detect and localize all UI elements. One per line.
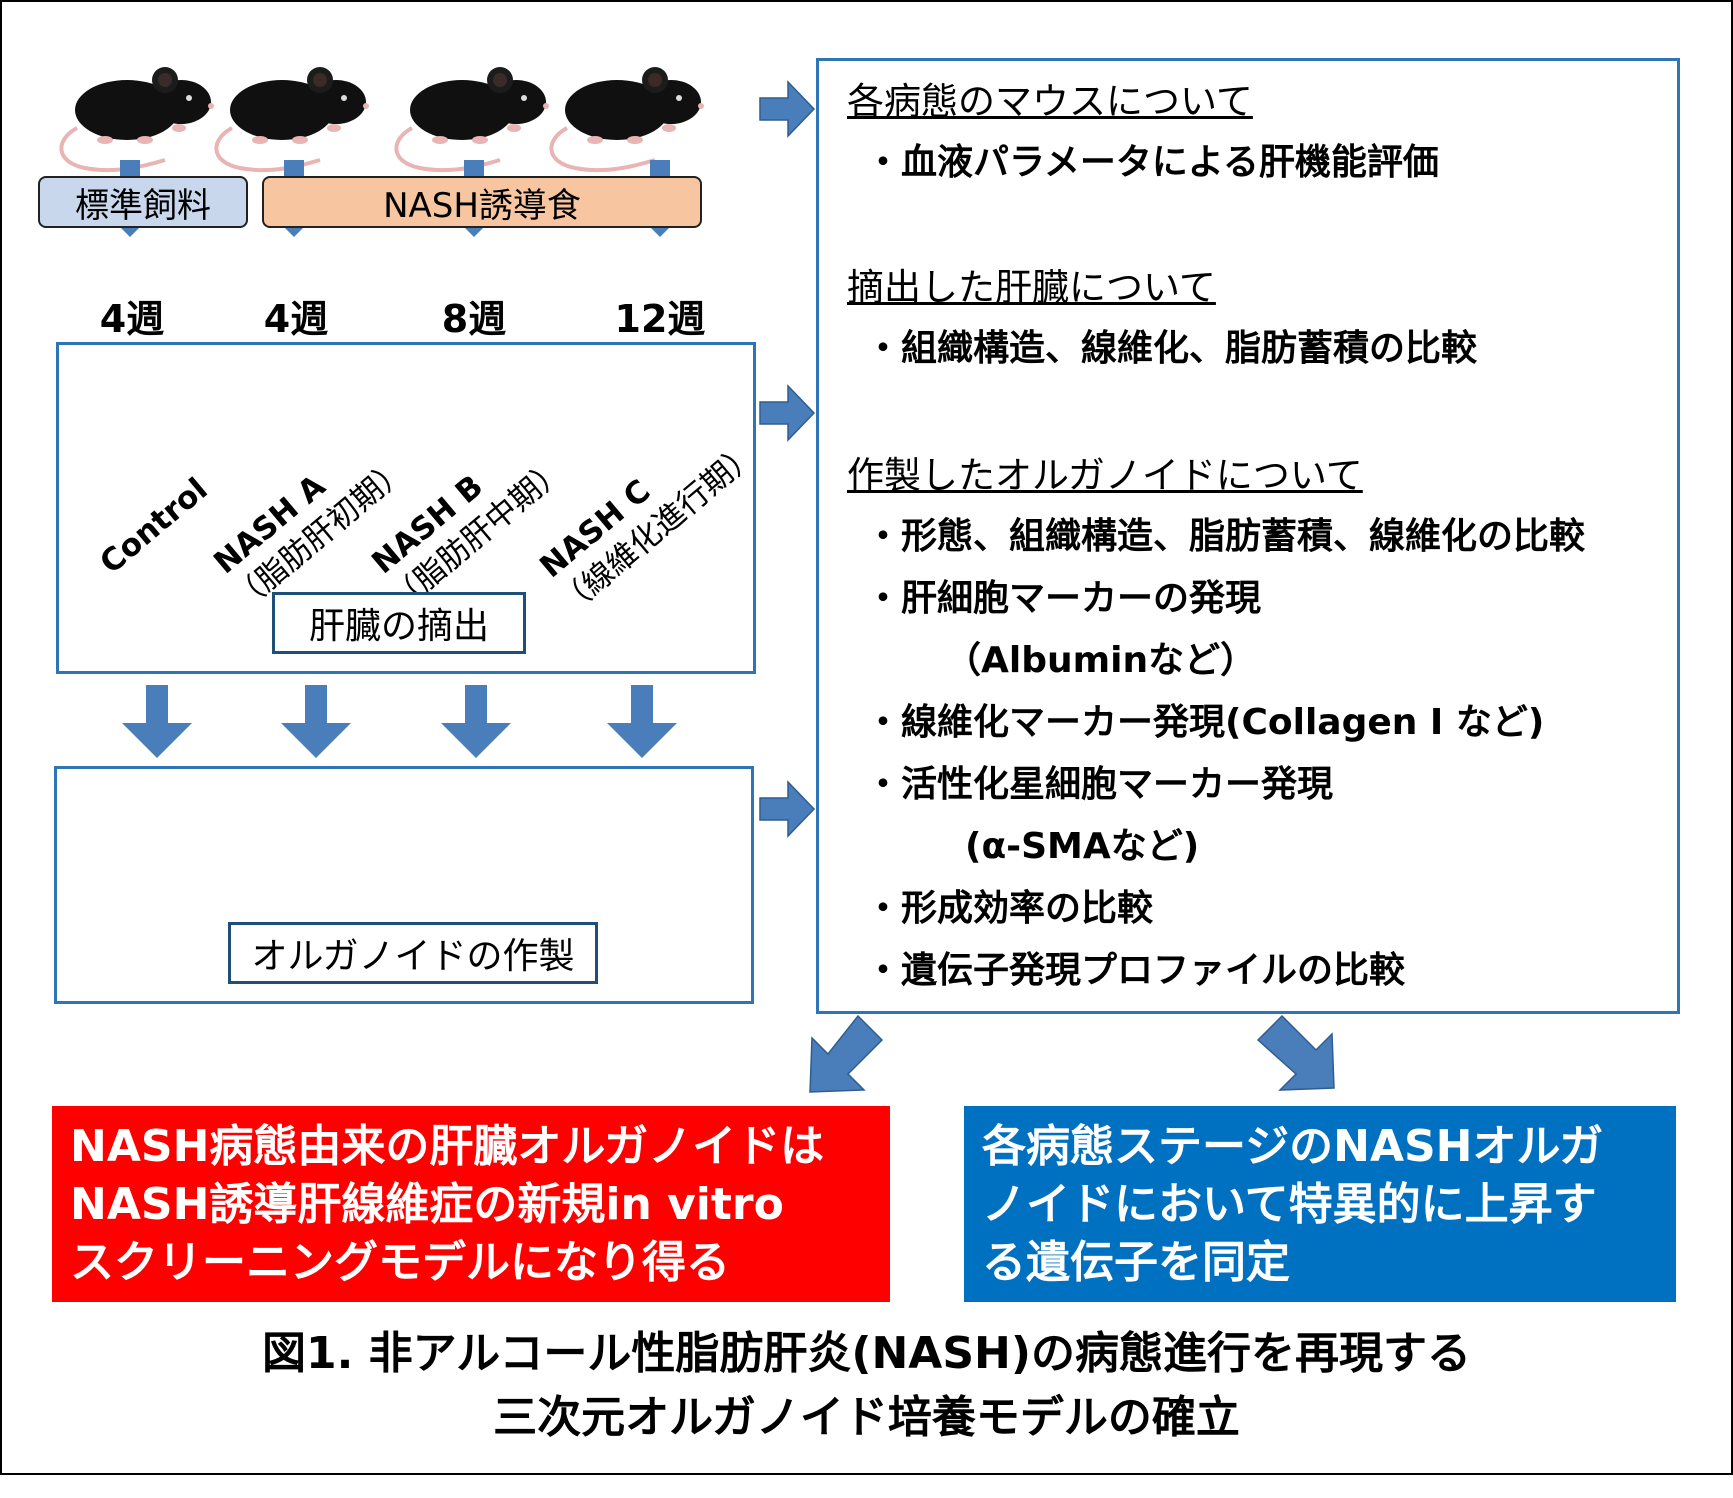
week-label: 8週 — [441, 297, 507, 341]
mouse-icon — [59, 65, 216, 173]
mouse-icon — [394, 65, 551, 173]
analysis-item: （Albuminなど） — [945, 640, 1257, 681]
liver-extraction-label: 肝臓の摘出 — [272, 592, 526, 654]
diagonal-arrows — [809, 1014, 1335, 1093]
analysis-item: ・組織構造、線維化、脂肪蓄積の比較 — [865, 328, 1478, 369]
week-label: 4週 — [99, 297, 165, 341]
right-arrows — [759, 80, 816, 838]
figure-caption: 図1. 非アルコール性脂肪肝炎(NASH)の病態進行を再現する 三次元オルガノイ… — [0, 1322, 1733, 1450]
caption-line: 三次元オルガノイド培養モデルの確立 — [493, 1392, 1240, 1443]
analysis-item: ・活性化星細胞マーカー発現 — [865, 764, 1334, 805]
conclusion-line: 各病態ステージのNASHオルガ — [982, 1121, 1604, 1172]
week-label: 4週 — [263, 297, 329, 341]
analysis-item: ・血液パラメータによる肝機能評価 — [865, 142, 1439, 183]
conclusion-line: ノイドにおいて特異的に上昇す — [982, 1179, 1597, 1230]
analysis-item: ・肝細胞マーカーの発現 — [865, 578, 1262, 619]
mouse-icon — [549, 65, 706, 173]
analysis-item: ・遺伝子発現プロファイルの比較 — [865, 950, 1406, 991]
down-arrows-organoid — [122, 685, 677, 758]
liver-analysis-heading: 摘出した肝臓について — [847, 266, 1216, 309]
week-label: 12週 — [614, 297, 706, 341]
mouse-analysis-heading: 各病態のマウスについて — [847, 80, 1253, 123]
analysis-item: (α-SMAなど) — [965, 826, 1200, 867]
analysis-item: ・線維化マーカー発現(Collagen Ⅰ など) — [865, 702, 1545, 743]
mouse-icon — [214, 65, 371, 173]
organoid-analysis-heading: 作製したオルガノイドについて — [847, 454, 1363, 497]
conclusion-line: NASH誘導肝線維症の新規in vitro — [70, 1179, 784, 1230]
analysis-item: ・形態、組織構造、脂肪蓄積、線維化の比較 — [865, 516, 1586, 557]
conclusion-line: スクリーニングモデルになり得る — [70, 1237, 730, 1288]
caption-line: 図1. 非アルコール性脂肪肝炎(NASH)の病態進行を再現する — [262, 1328, 1471, 1379]
standard-diet-label: 標準飼料 — [38, 176, 248, 228]
conclusion-line: NASH病態由来の肝臓オルガノイドは — [70, 1121, 825, 1172]
analysis-box: 各病態のマウスについて ・血液パラメータによる肝機能評価 摘出した肝臓について … — [816, 58, 1680, 1014]
organoid-creation-label: オルガノイドの作製 — [228, 922, 598, 984]
conclusion-line: る遺伝子を同定 — [982, 1237, 1290, 1288]
nash-diet-label: NASH誘導食 — [262, 176, 702, 228]
analysis-item: ・形成効率の比較 — [865, 888, 1154, 929]
conclusion-red: NASH病態由来の肝臓オルガノイドは NASH誘導肝線維症の新規in vitro… — [52, 1106, 890, 1302]
conclusion-blue: 各病態ステージのNASHオルガ ノイドにおいて特異的に上昇す る遺伝子を同定 — [964, 1106, 1676, 1302]
